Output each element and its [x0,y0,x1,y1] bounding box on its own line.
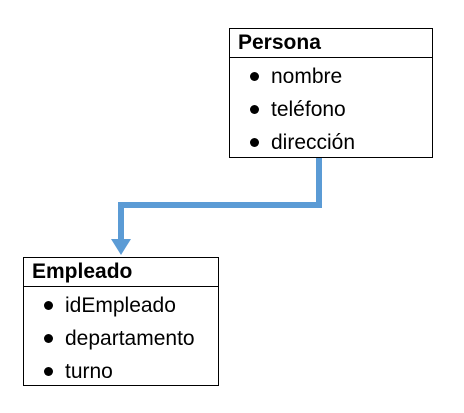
attribute-item: departamento [24,322,218,355]
attribute-item: idEmpleado [24,289,218,322]
class-empleado: Empleado idEmpleado departamento turno [23,257,219,386]
attribute-item: turno [24,355,218,388]
attribute-label: nombre [271,65,343,88]
attribute-label: teléfono [271,98,346,121]
bullet-icon [44,367,53,376]
bullet-icon [250,72,259,81]
attribute-label: turno [65,360,113,383]
attribute-label: departamento [65,327,195,350]
attribute-item: nombre [230,60,432,93]
class-persona-attributes: nombre teléfono dirección [230,58,432,159]
class-empleado-title: Empleado [24,258,218,287]
connector-line [118,158,322,241]
connector-arrowhead [111,239,131,255]
bullet-icon [250,105,259,114]
bullet-icon [250,138,259,147]
class-empleado-attributes: idEmpleado departamento turno [24,287,218,388]
bullet-icon [44,334,53,343]
class-persona-title: Persona [230,29,432,58]
attribute-label: idEmpleado [65,294,176,317]
bullet-icon [44,301,53,310]
attribute-item: teléfono [230,93,432,126]
class-persona: Persona nombre teléfono dirección [229,28,433,158]
attribute-label: dirección [271,131,356,154]
attribute-item: dirección [230,126,432,159]
